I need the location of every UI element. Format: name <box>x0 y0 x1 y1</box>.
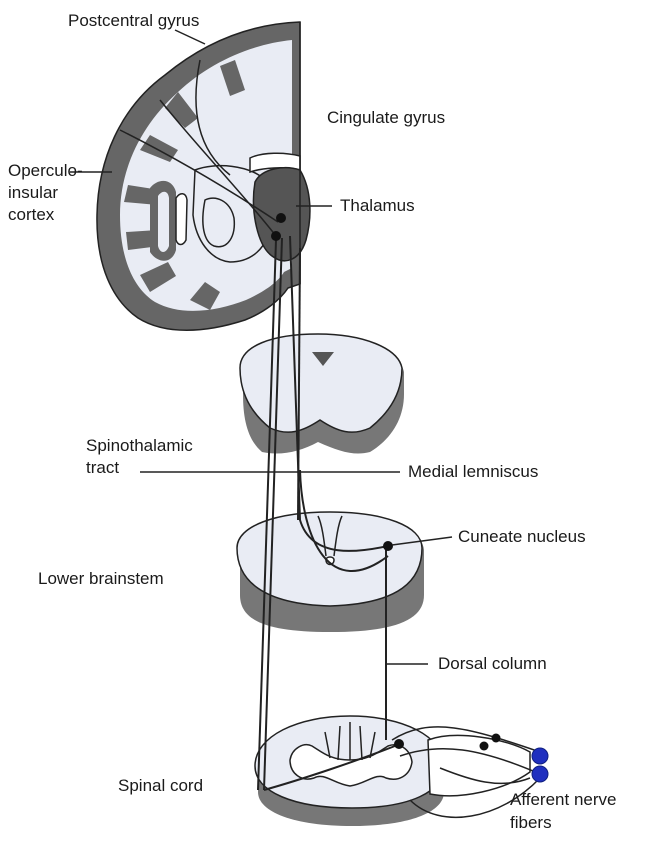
label-operculo-line1: Operculo- <box>8 161 83 180</box>
dorsal-root-ganglion <box>428 736 530 796</box>
midbrain-section <box>240 334 404 454</box>
ganglion-cell-2 <box>492 734 501 743</box>
label-operculo-line3: cortex <box>8 205 55 224</box>
brain-hemisphere <box>97 22 310 330</box>
ascending-tracts <box>258 213 501 790</box>
cuneate-synapse <box>383 541 393 551</box>
dorsal-horn-synapse <box>394 739 404 749</box>
leader-postcentral <box>175 30 205 44</box>
label-lower-brainstem: Lower brainstem <box>38 569 164 588</box>
label-dorsal-column: Dorsal column <box>438 654 547 673</box>
midbrain-surface <box>240 334 402 432</box>
spinal-cord-section <box>255 716 444 826</box>
receptor-lower <box>532 766 548 782</box>
label-medial-lemniscus: Medial lemniscus <box>408 462 538 481</box>
label-cuneate-nucleus: Cuneate nucleus <box>458 527 586 546</box>
label-spinothalamic-line2: tract <box>86 458 119 477</box>
label-operculo-line2: insular <box>8 183 58 202</box>
thalamus-synapse-lower <box>271 231 281 241</box>
label-thalamus: Thalamus <box>340 196 415 215</box>
receptor-upper <box>532 748 548 764</box>
insula-inner <box>158 192 169 252</box>
label-afferent-line1: Afferent nerve <box>510 790 616 809</box>
thalamus-synapse-upper <box>276 213 286 223</box>
ganglion-cell-1 <box>480 742 489 751</box>
label-spinothalamic-line1: Spinothalamic <box>86 436 193 455</box>
ventricle-slit <box>176 194 187 245</box>
label-postcentral-gyrus: Postcentral gyrus <box>68 11 199 30</box>
label-cingulate-gyrus: Cingulate gyrus <box>327 108 445 127</box>
label-spinal-cord: Spinal cord <box>118 776 203 795</box>
label-afferent-line2: fibers <box>510 813 552 832</box>
